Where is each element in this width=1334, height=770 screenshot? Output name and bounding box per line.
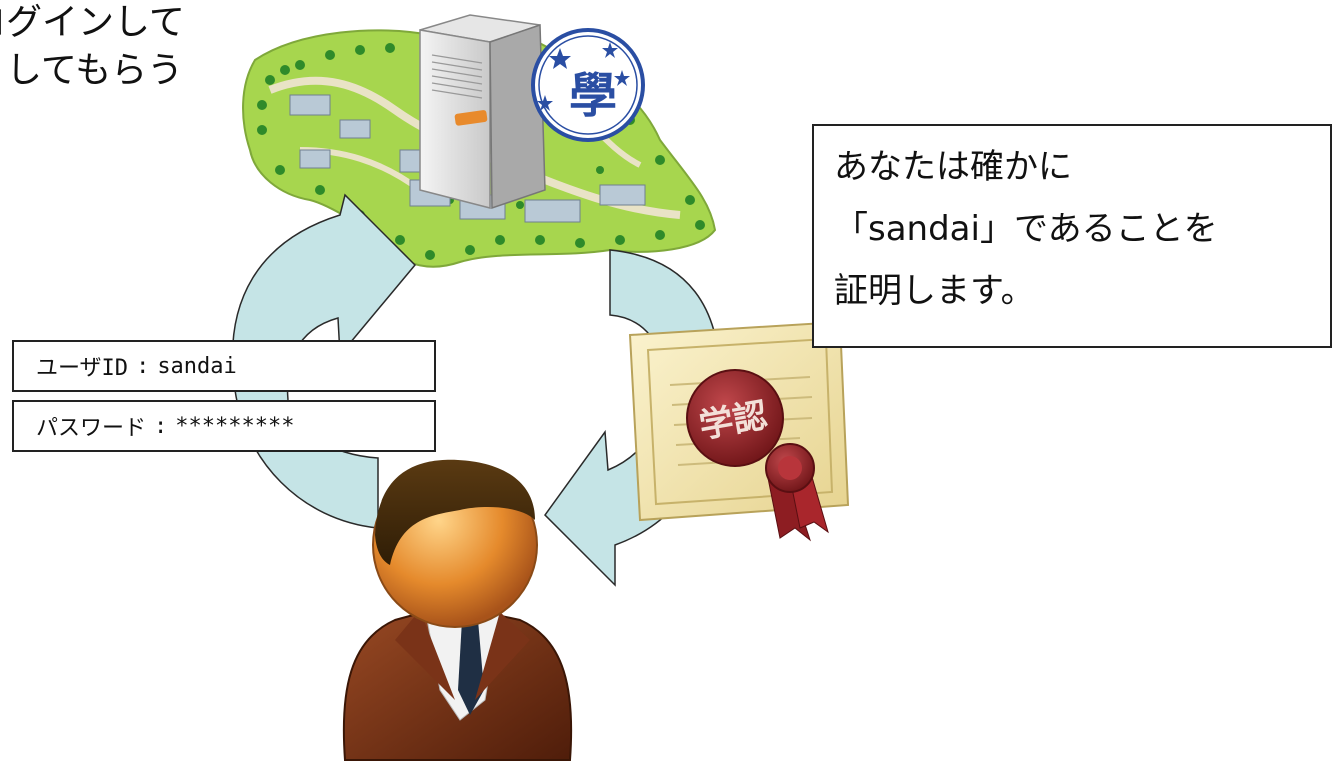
diagram-title: ログインして してもらう: [0, 0, 185, 94]
certificate-icon: 学認: [628, 320, 850, 542]
seal-kanji: 學: [569, 68, 617, 124]
userid-label: ユーザID: [36, 356, 129, 381]
password-field: パスワード : *********: [12, 400, 436, 452]
userid-value: sandai: [157, 353, 237, 379]
userid-field: ユーザID : sandai: [12, 340, 436, 392]
userid-separator: :: [136, 353, 150, 379]
callout-line-2: 「sandai」であることを: [834, 209, 1218, 249]
certification-callout: あなたは確かに 「sandai」であることを 証明します。: [812, 124, 1332, 348]
callout-line-1: あなたは確かに: [834, 147, 1072, 187]
user-avatar-icon: [342, 459, 573, 761]
password-label: パスワード: [36, 416, 147, 441]
title-line-1: ログインして: [0, 2, 185, 43]
password-value: *********: [175, 413, 295, 439]
title-line-2: してもらう: [6, 50, 184, 91]
university-seal-icon: 學: [531, 28, 645, 142]
server-icon: [419, 14, 546, 210]
callout-line-3: 証明します。: [834, 271, 1035, 311]
password-separator: :: [154, 413, 168, 439]
